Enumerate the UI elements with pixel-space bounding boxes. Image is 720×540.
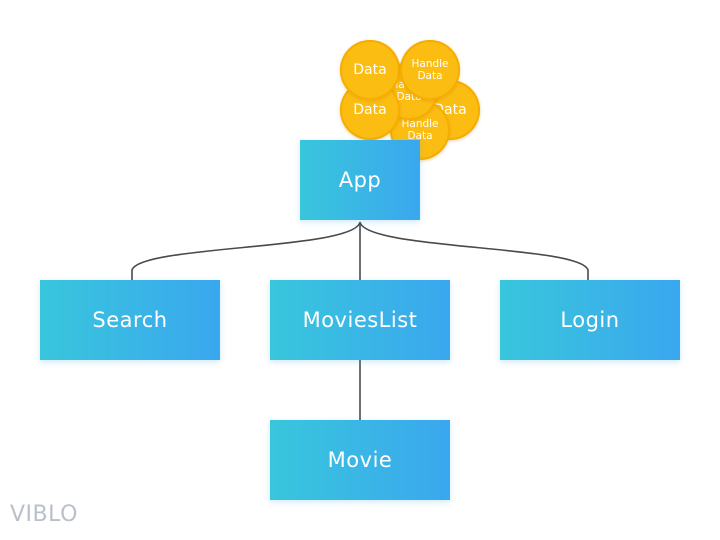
viblo-logo: VIBLO xyxy=(10,502,78,527)
movie-node-label: Movie xyxy=(327,448,393,472)
movieslist-node-label: MoviesList xyxy=(302,308,418,332)
movie-node: Movie xyxy=(270,420,450,500)
data-bubble-label: Data xyxy=(353,101,387,118)
app-node-label: App xyxy=(338,168,382,192)
movieslist-node: MoviesList xyxy=(270,280,450,360)
handle-data-bubble: Handle Data xyxy=(400,40,460,100)
search-node-label: Search xyxy=(92,308,168,332)
login-node: Login xyxy=(500,280,680,360)
connector-app-login xyxy=(359,221,589,280)
handle-data-bubble-label: Handle Data xyxy=(401,117,439,142)
search-node: Search xyxy=(40,280,220,360)
handle-data-bubble-label: Handle Data xyxy=(411,57,449,82)
data-bubble: Data xyxy=(340,40,400,100)
data-bubble-label: Data xyxy=(353,61,387,78)
connector-app-search xyxy=(131,221,361,280)
app-node: App xyxy=(300,140,420,220)
login-node-label: Login xyxy=(560,308,620,332)
